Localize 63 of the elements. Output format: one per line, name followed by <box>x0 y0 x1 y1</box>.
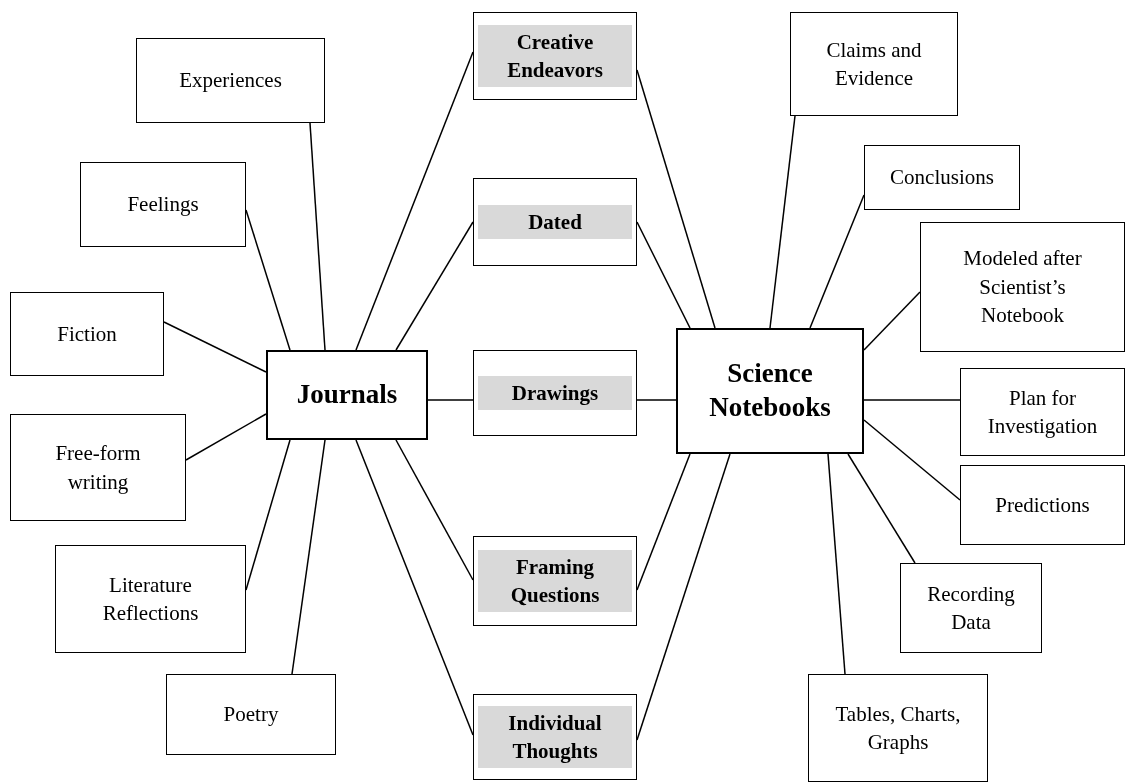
connector-line <box>163 321 267 373</box>
shaded-label: Framing Questions <box>478 549 632 613</box>
connector-line <box>863 291 921 351</box>
topic-label: Poetry <box>223 701 279 729</box>
connector-line <box>185 413 267 461</box>
connector-line <box>636 453 731 741</box>
topic-box <box>55 545 246 653</box>
topic-box <box>10 414 186 521</box>
topic-label: Literature Reflections <box>101 571 200 627</box>
connector-line <box>769 115 796 329</box>
topic-box <box>900 563 1042 653</box>
topic-label: Feelings <box>127 191 199 219</box>
topic-box <box>960 368 1125 456</box>
connector-line <box>636 221 691 329</box>
topic-box <box>790 12 958 116</box>
topic-box <box>473 12 637 100</box>
topic-label: Science Notebooks <box>708 357 832 424</box>
connector-line <box>245 439 291 591</box>
connector-line <box>809 194 865 329</box>
topic-label: Claims and Evidence <box>825 36 923 92</box>
connector-line <box>863 399 961 401</box>
connector-line <box>636 453 691 591</box>
topic-box <box>808 674 988 782</box>
connector-line <box>291 439 326 675</box>
connector-line <box>245 209 291 351</box>
topic-box <box>864 145 1020 210</box>
topic-label: Fiction <box>57 320 117 348</box>
topic-box <box>473 694 637 780</box>
connector-line <box>309 122 326 351</box>
topic-label: Tables, Charts, Graphs <box>834 700 962 756</box>
topic-label: Modeled after Scientist’s Notebook <box>962 245 1083 330</box>
topic-label: Free-form writing <box>54 440 142 496</box>
central-topic-box <box>266 350 428 440</box>
shaded-label: Dated <box>478 204 632 240</box>
topic-box <box>10 292 164 376</box>
topic-box <box>166 674 336 755</box>
topic-label: Plan for Investigation <box>986 384 1099 440</box>
connector-line <box>636 399 677 401</box>
topic-box <box>473 536 637 626</box>
topic-label: Experiences <box>179 67 282 95</box>
topic-box <box>80 162 246 247</box>
topic-box <box>960 465 1125 545</box>
topic-label: Journals <box>296 378 398 412</box>
connector-line <box>355 439 474 736</box>
shaded-label: Creative Endeavors <box>478 24 632 88</box>
topic-label: Predictions <box>995 491 1090 519</box>
connector-line <box>827 453 846 675</box>
connector-line <box>863 419 961 501</box>
connector-line <box>427 399 474 401</box>
shaded-label: Individual Thoughts <box>478 705 632 769</box>
topic-box <box>473 350 637 436</box>
topic-box <box>920 222 1125 352</box>
connector-line <box>636 69 716 329</box>
shaded-label: Drawings <box>478 375 632 411</box>
topic-box <box>136 38 325 123</box>
topic-label: Recording Data <box>926 580 1016 636</box>
topic-box <box>473 178 637 266</box>
central-topic-box <box>676 328 864 454</box>
connector-line <box>395 221 474 351</box>
connector-line <box>847 453 916 564</box>
topic-label: Conclusions <box>890 164 994 192</box>
connector-line <box>355 51 474 351</box>
connector-line <box>395 439 474 581</box>
